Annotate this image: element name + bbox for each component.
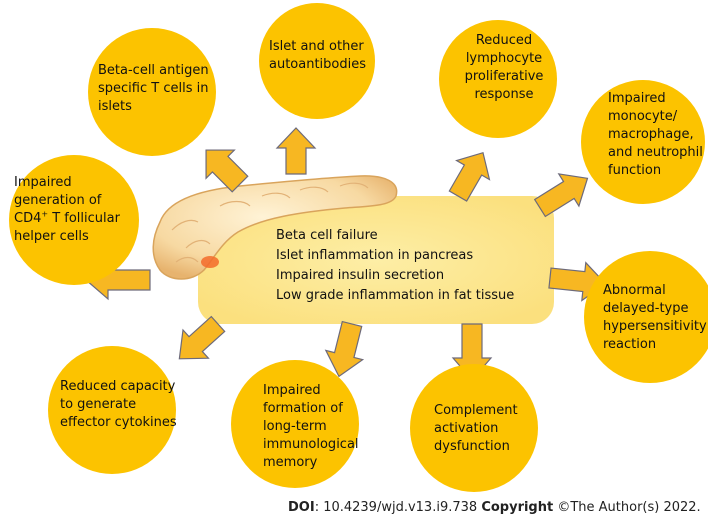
arrow-to-memory [324, 320, 365, 378]
center-line-3: Impaired insulin secretion [276, 268, 445, 283]
arrow-to-cytokines [178, 315, 226, 360]
pancreas-illustration [152, 175, 398, 280]
label-cd4: Impaired generation of CD4+ T follicular… [14, 174, 128, 246]
label-monocyte: Impaired monocyte/ macrophage, and neutr… [608, 91, 703, 178]
label-hypersensitivity: Abnormal delayed-type hypersensitivity r… [603, 283, 707, 352]
circle-autoantibodies [259, 3, 375, 119]
label-lymphocyte: Reduced lymphocyte proliferative respons… [464, 33, 544, 102]
arrow-to-monocyte [533, 173, 589, 218]
label-cd4-suffix: T follicular helper cells [14, 211, 120, 244]
doi-label: DOI [288, 500, 315, 515]
arrow-to-lymphocyte [448, 151, 491, 202]
label-complement: Complement activation dysfunction [434, 403, 518, 454]
center-line-4: Low grade inflammation in fat tissue [276, 288, 515, 303]
label-beta-cell-t: Beta-cell antigen specific T cells in is… [98, 63, 209, 114]
doi-value: : 10.4239/wjd.v13.i9.738 [314, 500, 478, 515]
circle-cd4 [9, 155, 139, 285]
circle-memory [231, 360, 359, 488]
arrow-to-autoantibodies [275, 127, 317, 175]
arrows [85, 127, 607, 381]
circle-cytokines [48, 346, 176, 474]
circle-lymphocyte [439, 20, 557, 138]
label-cytokines: Reduced capacity to generate effector cy… [60, 379, 177, 430]
circle-beta-cell-t [88, 28, 216, 156]
circle-hypersensitivity [584, 251, 708, 383]
center-line-2: Islet inflammation in pancreas [276, 248, 474, 263]
copyright-label: Copyright [481, 500, 554, 515]
citation-footer: DOI: 10.4239/wjd.v13.i9.738 Copyright ©T… [288, 500, 701, 515]
center-text: Beta cell failure Islet inflammation in … [276, 226, 514, 306]
center-box [198, 196, 554, 324]
copyright-value: ©The Author(s) 2022. [553, 500, 701, 515]
label-cd4-sup: + [41, 209, 49, 219]
label-autoantibodies: Islet and other autoantibodies [269, 39, 367, 72]
label-memory: Impaired formation of long-term immunolo… [263, 383, 359, 470]
center-line-1: Beta cell failure [276, 228, 378, 243]
circle-monocyte [581, 80, 705, 204]
arrow-to-beta-cell-t [205, 149, 249, 193]
circle-complement [410, 364, 538, 492]
circles [9, 3, 708, 492]
label-cd4-prefix: Impaired generation of CD4 [14, 175, 102, 226]
